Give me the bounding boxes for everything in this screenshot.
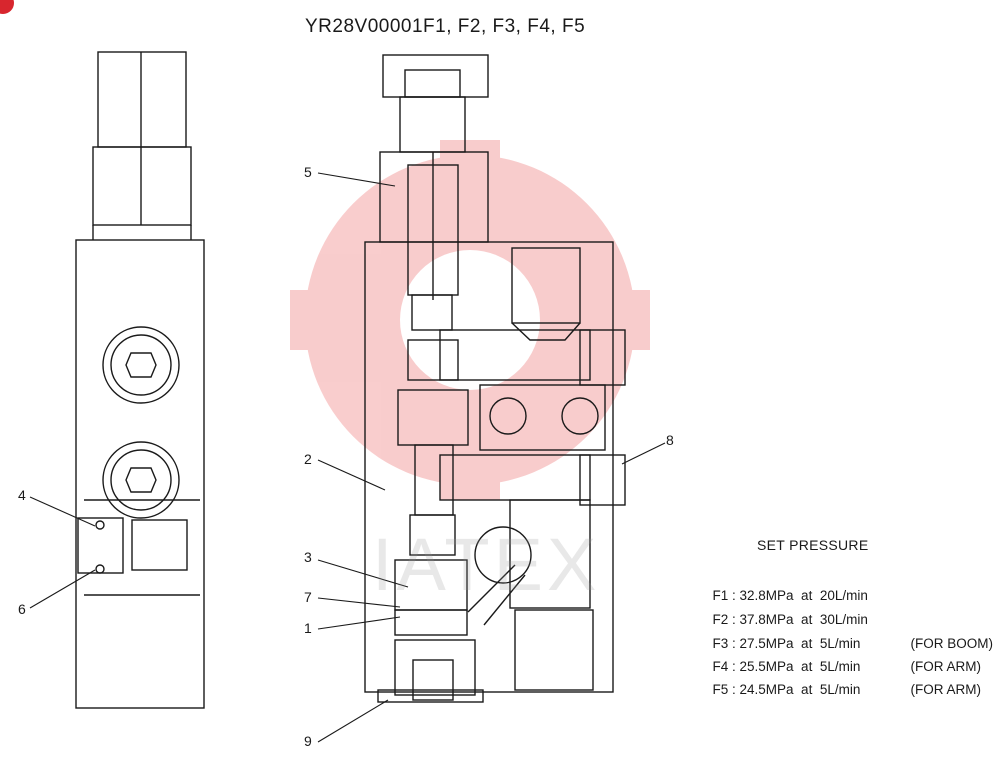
set-pressure-note: (FOR BOOM) — [910, 636, 994, 651]
section-view — [364, 54, 626, 703]
callout-7: 7 — [304, 589, 312, 605]
callout-4: 4 — [18, 487, 26, 503]
side-view — [75, 51, 205, 709]
callout-5: 5 — [304, 164, 312, 180]
set-pressure-row-f3: F3 : 27.5MPa at 5L/min (FOR BOOM) — [705, 621, 994, 651]
set-pressure-spec: F1 : 32.8MPa at 20L/min — [712, 588, 868, 603]
set-pressure-heading: SET PRESSURE — [757, 537, 869, 553]
leader-lines — [29, 172, 666, 743]
set-pressure-row-f5: F5 : 24.5MPa at 5L/min (FOR ARM) — [705, 667, 982, 697]
callout-1: 1 — [304, 620, 312, 636]
set-pressure-note: (FOR ARM) — [910, 682, 982, 697]
watermark-gear-icon — [290, 140, 650, 500]
set-pressure-spec: F3 : 27.5MPa at 5L/min — [712, 636, 861, 651]
set-pressure-row-f2: F2 : 37.8MPa at 30L/min — [705, 597, 911, 627]
corner-badge — [0, 0, 14, 14]
set-pressure-spec: F2 : 37.8MPa at 30L/min — [712, 612, 868, 627]
set-pressure-spec: F4 : 25.5MPa at 5L/min — [712, 659, 861, 674]
callout-8: 8 — [666, 432, 674, 448]
set-pressure-row-f4: F4 : 25.5MPa at 5L/min (FOR ARM) — [705, 644, 982, 674]
callout-6: 6 — [18, 601, 26, 617]
set-pressure-spec: F5 : 24.5MPa at 5L/min — [712, 682, 861, 697]
drawing-title: YR28V00001F1, F2, F3, F4, F5 — [305, 16, 586, 37]
watermark-text: IATEX — [372, 523, 601, 606]
callout-9: 9 — [304, 733, 312, 749]
set-pressure-row-f1: F1 : 32.8MPa at 20L/min — [705, 573, 911, 603]
callout-2: 2 — [304, 451, 312, 467]
set-pressure-note: (FOR ARM) — [910, 659, 982, 674]
callout-3: 3 — [304, 549, 312, 565]
